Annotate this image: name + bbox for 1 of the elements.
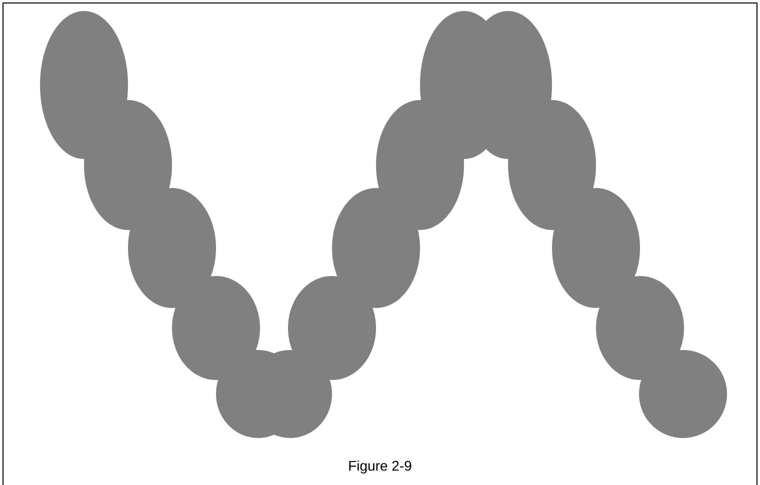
caption: Figure 2-9 xyxy=(349,460,412,474)
